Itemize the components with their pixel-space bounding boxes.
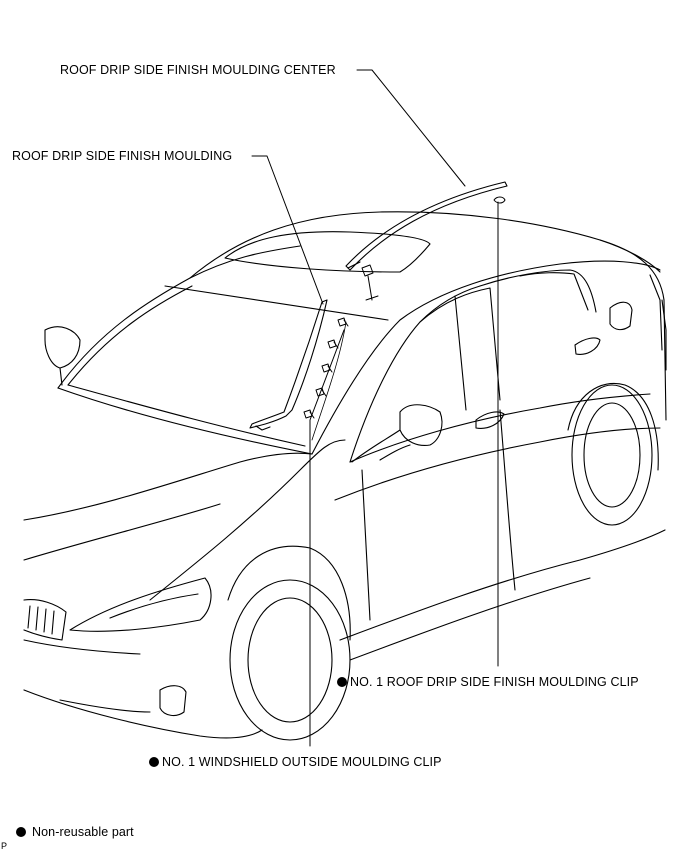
- legend: Non-reusable part: [16, 825, 134, 839]
- callout-roof-moulding: ROOF DRIP SIDE FINISH MOULDING: [12, 149, 232, 163]
- callout-windshield-clip-text: NO. 1 WINDSHIELD OUTSIDE MOULDING CLIP: [162, 755, 442, 769]
- roof-moulding-part: [249, 299, 328, 431]
- callout-roof-moulding-clip-text: NO. 1 ROOF DRIP SIDE FINISH MOULDING CLI…: [350, 675, 639, 689]
- car-body-outline: [23, 211, 667, 741]
- legend-text: Non-reusable part: [32, 825, 134, 839]
- legend-dot-icon: [16, 827, 26, 837]
- roof-moulding-center-part: [345, 181, 508, 271]
- non-reusable-dot-icon: [337, 677, 347, 687]
- callout-roof-moulding-center-text: ROOF DRIP SIDE FINISH MOULDING CENTER: [60, 63, 336, 77]
- non-reusable-dot-icon: [149, 757, 159, 767]
- figure-code: P: [1, 841, 8, 851]
- callout-roof-moulding-clip: NO. 1 ROOF DRIP SIDE FINISH MOULDING CLI…: [337, 675, 639, 689]
- leader-lines: [251, 69, 499, 747]
- callout-roof-moulding-center: ROOF DRIP SIDE FINISH MOULDING CENTER: [60, 63, 336, 77]
- windshield-clips: [303, 196, 506, 441]
- callout-roof-moulding-text: ROOF DRIP SIDE FINISH MOULDING: [12, 149, 233, 163]
- callout-windshield-clip: NO. 1 WINDSHIELD OUTSIDE MOULDING CLIP: [149, 755, 442, 769]
